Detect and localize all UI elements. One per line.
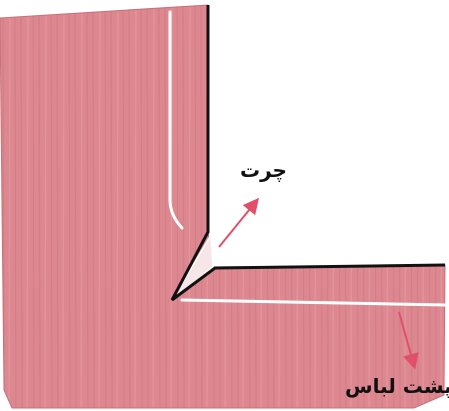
garment-back-label: پشت لباس: [345, 376, 449, 396]
seam-label: چرت: [240, 160, 287, 180]
fabric-body: [0, 5, 445, 408]
seam-arrow: [219, 204, 254, 247]
